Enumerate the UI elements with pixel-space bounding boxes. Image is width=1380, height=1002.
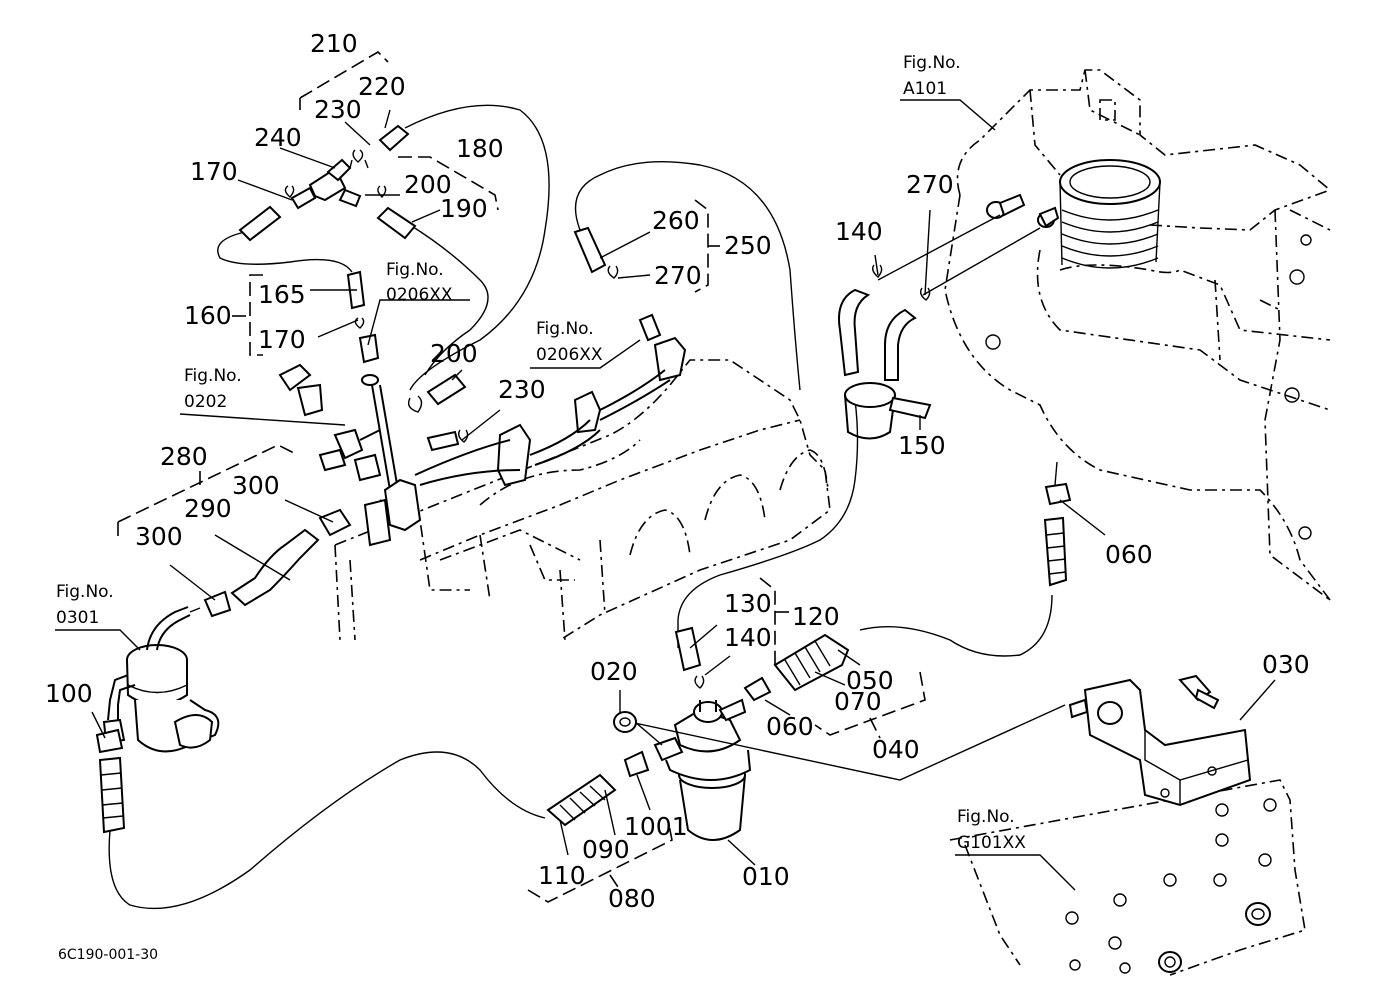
figure-references: Fig.No. A101 Fig.No. 0206XX Fig.No. 0206… <box>56 53 1026 853</box>
part-label: 170 <box>190 157 238 186</box>
part-label: 050 <box>846 666 894 695</box>
part-label: 180 <box>456 134 504 163</box>
part-label: 030 <box>1262 650 1310 679</box>
fig-ref-0301-line2: 0301 <box>56 608 99 628</box>
part-label: 290 <box>184 494 232 523</box>
fig-ref-0202-line1: Fig.No. <box>184 366 242 386</box>
part-label: 090 <box>582 835 630 864</box>
part-label: 140 <box>724 623 772 652</box>
fuel-tank-frame <box>944 69 1331 601</box>
part-label: 100 <box>45 679 93 708</box>
part-label: 270 <box>906 170 954 199</box>
fig-ref-a101-line1: Fig.No. <box>903 53 961 73</box>
part-label: 130 <box>724 589 772 618</box>
leader-lines <box>55 99 1276 891</box>
part-label: 190 <box>440 194 488 223</box>
part-label: 220 <box>358 72 406 101</box>
chassis-frame <box>949 779 1306 976</box>
part-label: 080 <box>608 884 656 913</box>
part-label: 120 <box>792 602 840 631</box>
part-label: 230 <box>314 95 362 124</box>
part-label: 230 <box>498 375 546 404</box>
part-label: 060 <box>766 712 814 741</box>
group-brackets <box>117 50 926 903</box>
fig-ref-0206xx-b-line1: Fig.No. <box>536 319 594 339</box>
fig-ref-0206xx-a-line2: 0206XX <box>386 285 453 305</box>
part-label: 160 <box>184 301 232 330</box>
part-label: 250 <box>724 231 772 260</box>
hoses-clamps <box>95 124 1072 834</box>
part-label: 170 <box>258 325 306 354</box>
fig-ref-0301-line1: Fig.No. <box>56 582 114 602</box>
diagram-code: 6C190-001-30 <box>58 947 158 963</box>
part-label: 060 <box>1105 540 1153 569</box>
fig-ref-a101-line2: A101 <box>903 79 947 99</box>
part-label: 1001 <box>624 812 688 841</box>
part-label: 070 <box>834 687 882 716</box>
part-label: 280 <box>160 442 208 471</box>
filter-bracket <box>1068 674 1252 807</box>
fuel-filter <box>653 698 752 841</box>
part-label: 020 <box>590 657 638 686</box>
part-label: 270 <box>654 261 702 290</box>
part-label: 300 <box>135 522 183 551</box>
part-label: 200 <box>404 170 452 199</box>
clip-symbols <box>284 149 931 689</box>
part-label: 210 <box>310 29 358 58</box>
fuel-pump <box>102 606 220 753</box>
part-label: 200 <box>430 339 478 368</box>
fig-ref-0206xx-b-line2: 0206XX <box>536 345 603 365</box>
fig-ref-0206xx-a-line1: Fig.No. <box>386 260 444 280</box>
part-label: 300 <box>232 471 280 500</box>
part-label: 040 <box>872 735 920 764</box>
part-label: 260 <box>652 206 700 235</box>
part-label: 140 <box>835 217 883 246</box>
part-label: 165 <box>258 280 306 309</box>
part-label: 110 <box>538 861 586 890</box>
fig-ref-g101xx-line1: Fig.No. <box>957 807 1015 827</box>
part-label: 010 <box>742 862 790 891</box>
fig-ref-g101xx-line2: G101XX <box>957 833 1026 853</box>
part-label: 240 <box>254 123 302 152</box>
fig-ref-0202-line2: 0202 <box>184 392 227 412</box>
engine-block <box>334 359 831 641</box>
part-label: 150 <box>898 431 946 460</box>
part-labels: 210 220 230 240 180 170 200 190 165 160 … <box>45 29 1310 913</box>
